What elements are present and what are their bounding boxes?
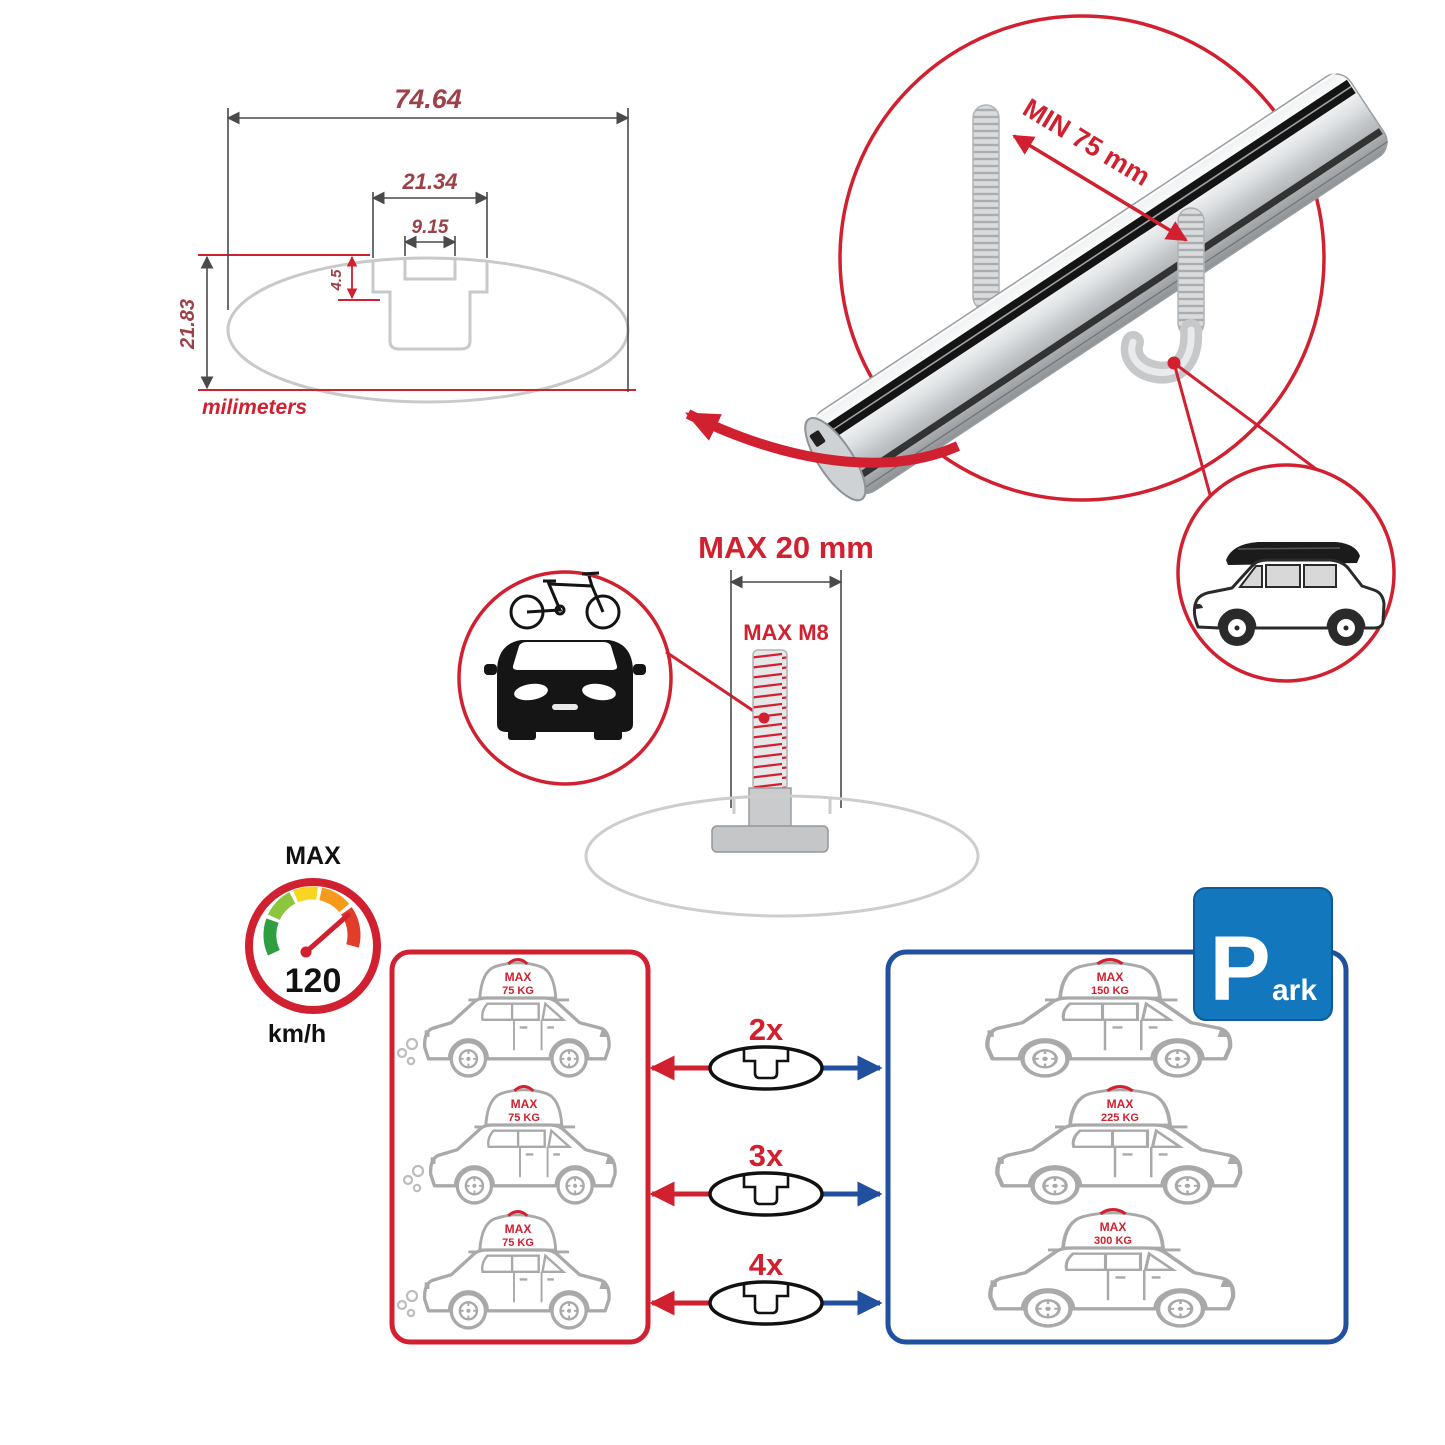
t-nut-flange (711, 825, 829, 853)
blue-panel-car-2: MAX 225 KG (997, 1087, 1240, 1203)
threaded-stud (752, 649, 788, 791)
crossbar-icon-3 (708, 1280, 824, 1326)
slot-depth-label: 4.5 (328, 269, 345, 292)
bolt-max-width-label: MAX 20 mm (698, 530, 874, 565)
bike-car-circle (457, 570, 765, 786)
suv-with-roofbox (1192, 542, 1386, 646)
bicycle-icon (509, 571, 621, 630)
red-car-3-weight: 75 KG (502, 1237, 534, 1249)
red-capacity-panel: MAX 75 KG MAX 75 KG MAX 75 KG (389, 949, 651, 1345)
bolt-dimension-lines (729, 570, 843, 808)
profile-dimension-diagram: 74.64 21.34 9.15 4.5 21.83 milimeters (177, 84, 636, 419)
red-car-1-max: MAX (505, 970, 532, 984)
red-panel-car-2: MAX 75 KG (402, 1084, 617, 1205)
blue-car-3-weight: 300 KG (1094, 1235, 1132, 1247)
blue-car-1-weight: 150 KG (1091, 985, 1129, 997)
roofbox-car-circle (1176, 463, 1396, 683)
multiplier-3: 4x (749, 1247, 784, 1282)
ghost-profile-ellipse (584, 794, 980, 918)
blue-car-2-weight: 225 KG (1101, 1112, 1139, 1124)
blue-panel-car-3: MAX 300 KG (990, 1210, 1233, 1326)
multiplier-2: 3x (749, 1138, 784, 1173)
speed-value: 120 (285, 962, 342, 1000)
red-guide-lines (198, 254, 636, 391)
detail-arrow (684, 409, 961, 468)
gauge-needle-pivot (300, 946, 312, 958)
parking-letter: P (1209, 918, 1270, 1020)
min-clamp-dimension-line (1012, 134, 1188, 242)
bolt-leader-line (665, 650, 765, 720)
leader-line-right (1173, 361, 1321, 474)
speed-limit-gauge: MAX 120 km/h (245, 842, 381, 1048)
red-panel-car-3: MAX 75 KG (396, 1209, 611, 1330)
total-width-label: 74.64 (394, 84, 462, 114)
blue-car-1-max: MAX (1097, 970, 1124, 984)
parking-sign: P ark (1193, 887, 1333, 1021)
speed-max-label: MAX (285, 842, 341, 870)
parking-rest: ark (1272, 974, 1317, 1007)
bolt-thread-label: MAX M8 (743, 620, 829, 645)
channel-width-label: 21.34 (401, 169, 457, 194)
blue-car-3-max: MAX (1100, 1220, 1127, 1234)
bolt-diagram: MAX 20 mm MAX M8 (584, 530, 980, 918)
red-car-2-weight: 75 KG (508, 1112, 540, 1124)
red-car-1-weight: 75 KG (502, 985, 534, 997)
clamp-rod-left (972, 104, 1000, 311)
crossbar-icon-1 (708, 1045, 824, 1091)
crossbar-detail-circle: MIN 75 mm (804, 14, 1389, 503)
blue-car-2-max: MAX (1107, 1097, 1134, 1111)
units-label: milimeters (202, 396, 307, 419)
aluminium-crossbar (804, 70, 1389, 502)
multiplier-1: 2x (749, 1012, 784, 1047)
speed-units: km/h (268, 1020, 326, 1048)
total-height-label: 21.83 (177, 299, 199, 350)
blue-capacity-panel: MAX 150 KG MAX 225 KG MAX 300 KG (885, 949, 1349, 1345)
red-car-3-max: MAX (505, 1222, 532, 1236)
slot-width-label: 9.15 (412, 217, 449, 238)
blue-panel-car-1: MAX 150 KG (987, 960, 1230, 1076)
crossbar-icon-2 (708, 1171, 824, 1217)
gauge-needle (303, 912, 351, 955)
multiplier-rows: 2x 3x 4x (649, 1012, 883, 1326)
red-panel-car-1: MAX 75 KG (396, 957, 611, 1078)
bolt-dot (758, 712, 770, 724)
dimension-lines (200, 108, 630, 392)
car-front-icon (484, 640, 646, 740)
parking-sign-board (1193, 887, 1333, 1021)
t-nut-stem (748, 787, 792, 831)
red-car-2-max: MAX (511, 1097, 538, 1111)
leader-line-left (1172, 362, 1214, 503)
